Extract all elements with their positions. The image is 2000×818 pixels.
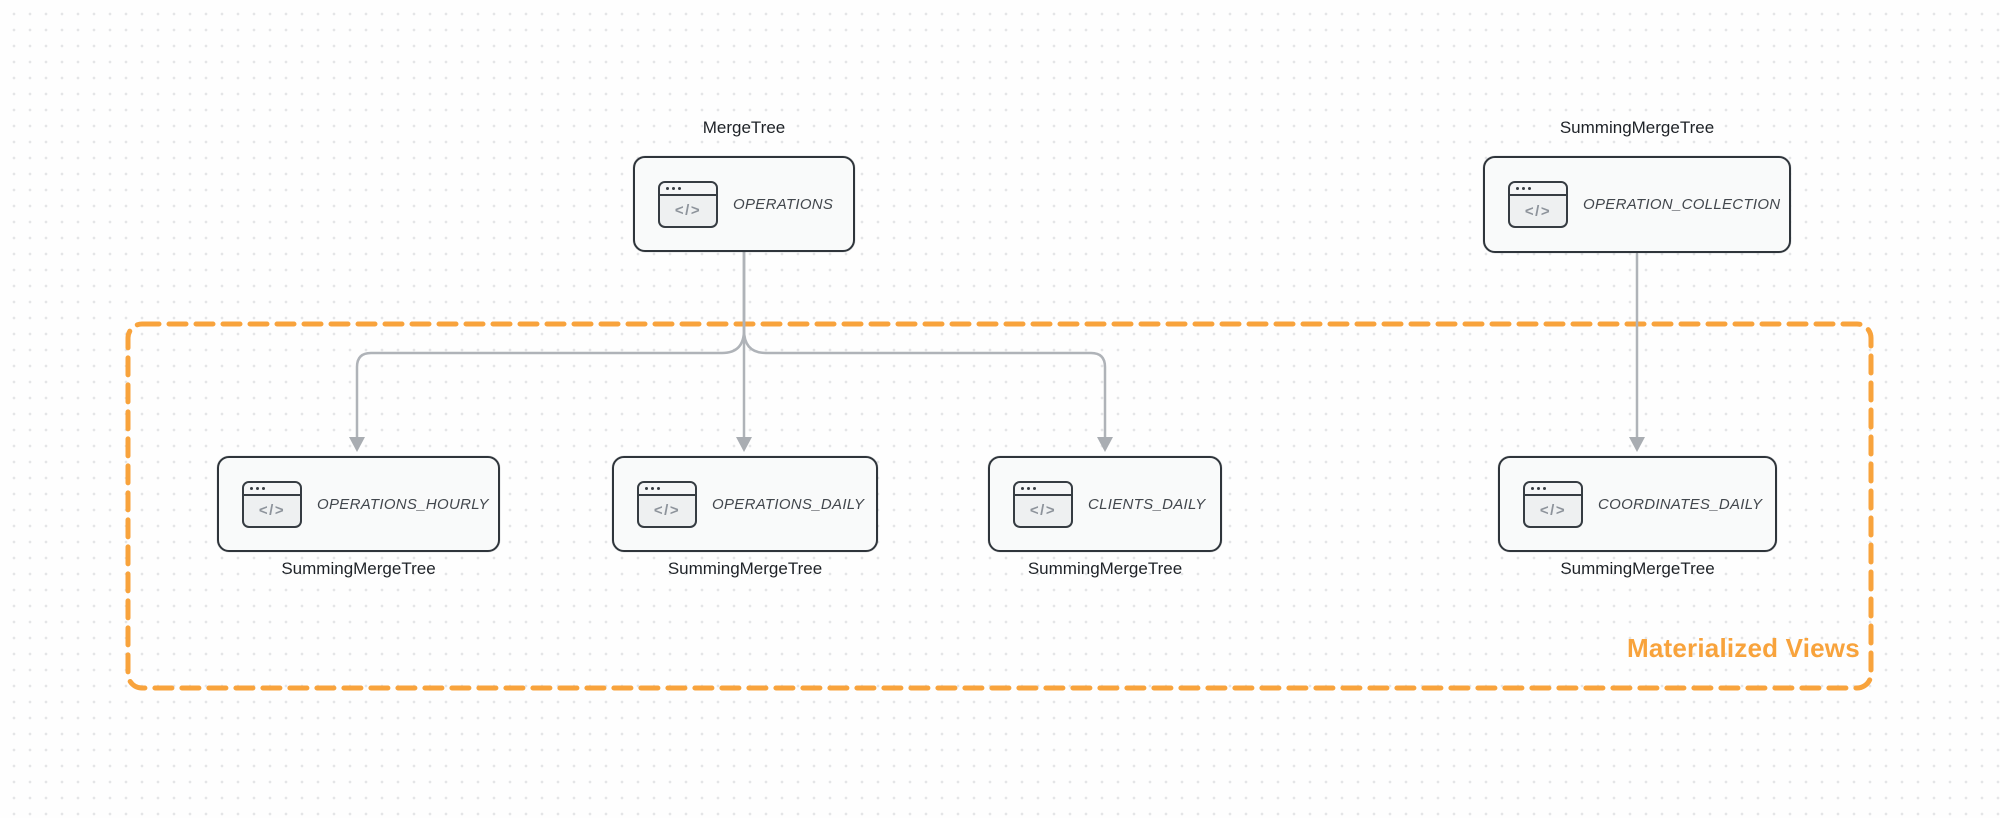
node-title: OPERATIONS_HOURLY [317, 495, 489, 513]
engine-label-operation-collection: SummingMergeTree [1559, 118, 1715, 137]
window-dots-icon [1525, 482, 1581, 496]
arrowhead-clients-daily [1097, 437, 1113, 452]
window-dots-icon [639, 482, 695, 496]
node-coordinates-daily[interactable]: </> COORDINATES_DAILY [1498, 456, 1777, 552]
code-glyph: </> [1539, 502, 1567, 519]
window-dots-icon [244, 482, 300, 496]
code-window-icon: </> [637, 480, 697, 528]
engine-label-operations-hourly: SummingMergeTree [281, 559, 436, 578]
node-operations[interactable]: </> OPERATIONS [633, 156, 855, 252]
engine-label-operations-daily: SummingMergeTree [667, 559, 823, 578]
code-window-icon: </> [658, 180, 718, 228]
node-title: COORDINATES_DAILY [1598, 495, 1763, 513]
node-operation-collection[interactable]: </> OPERATION_COLLECTION [1483, 156, 1791, 253]
code-glyph: </> [674, 202, 702, 219]
edge-operations-to-operations-hourly[interactable] [355, 250, 746, 439]
code-glyph: </> [258, 502, 286, 519]
window-dots-icon [1015, 482, 1071, 496]
node-operations-daily[interactable]: </> OPERATIONS_DAILY [612, 456, 878, 552]
edge-operations-to-clients-daily[interactable] [742, 250, 1107, 439]
arrowhead-operations-hourly [349, 437, 365, 452]
code-window-icon: </> [242, 480, 302, 528]
node-clients-daily[interactable]: </> CLIENTS_DAILY [988, 456, 1222, 552]
materialized-views-label: Materialized Views [1627, 633, 1860, 663]
engine-label-coordinates-daily: SummingMergeTree [1560, 559, 1715, 578]
code-window-icon: </> [1013, 480, 1073, 528]
window-dots-icon [660, 182, 716, 196]
node-operations-hourly[interactable]: </> OPERATIONS_HOURLY [217, 456, 500, 552]
window-dots-icon [1510, 183, 1566, 196]
node-title: OPERATIONS [733, 195, 834, 213]
code-glyph: </> [653, 502, 681, 519]
code-glyph: </> [1524, 202, 1552, 220]
materialized-views-group-outline[interactable] [125, 321, 1874, 691]
node-title: OPERATION_COLLECTION [1583, 196, 1781, 213]
engine-label-operations: MergeTree [702, 118, 786, 137]
node-title: CLIENTS_DAILY [1088, 495, 1206, 513]
engine-label-clients-daily: SummingMergeTree [1027, 559, 1183, 578]
node-title: OPERATIONS_DAILY [712, 495, 865, 513]
code-glyph: </> [1029, 502, 1057, 519]
code-window-icon: </> [1523, 480, 1583, 528]
arrowhead-operations-daily [736, 437, 752, 452]
code-window-icon: </> [1508, 181, 1568, 228]
arrowhead-coordinates-daily [1629, 437, 1645, 452]
